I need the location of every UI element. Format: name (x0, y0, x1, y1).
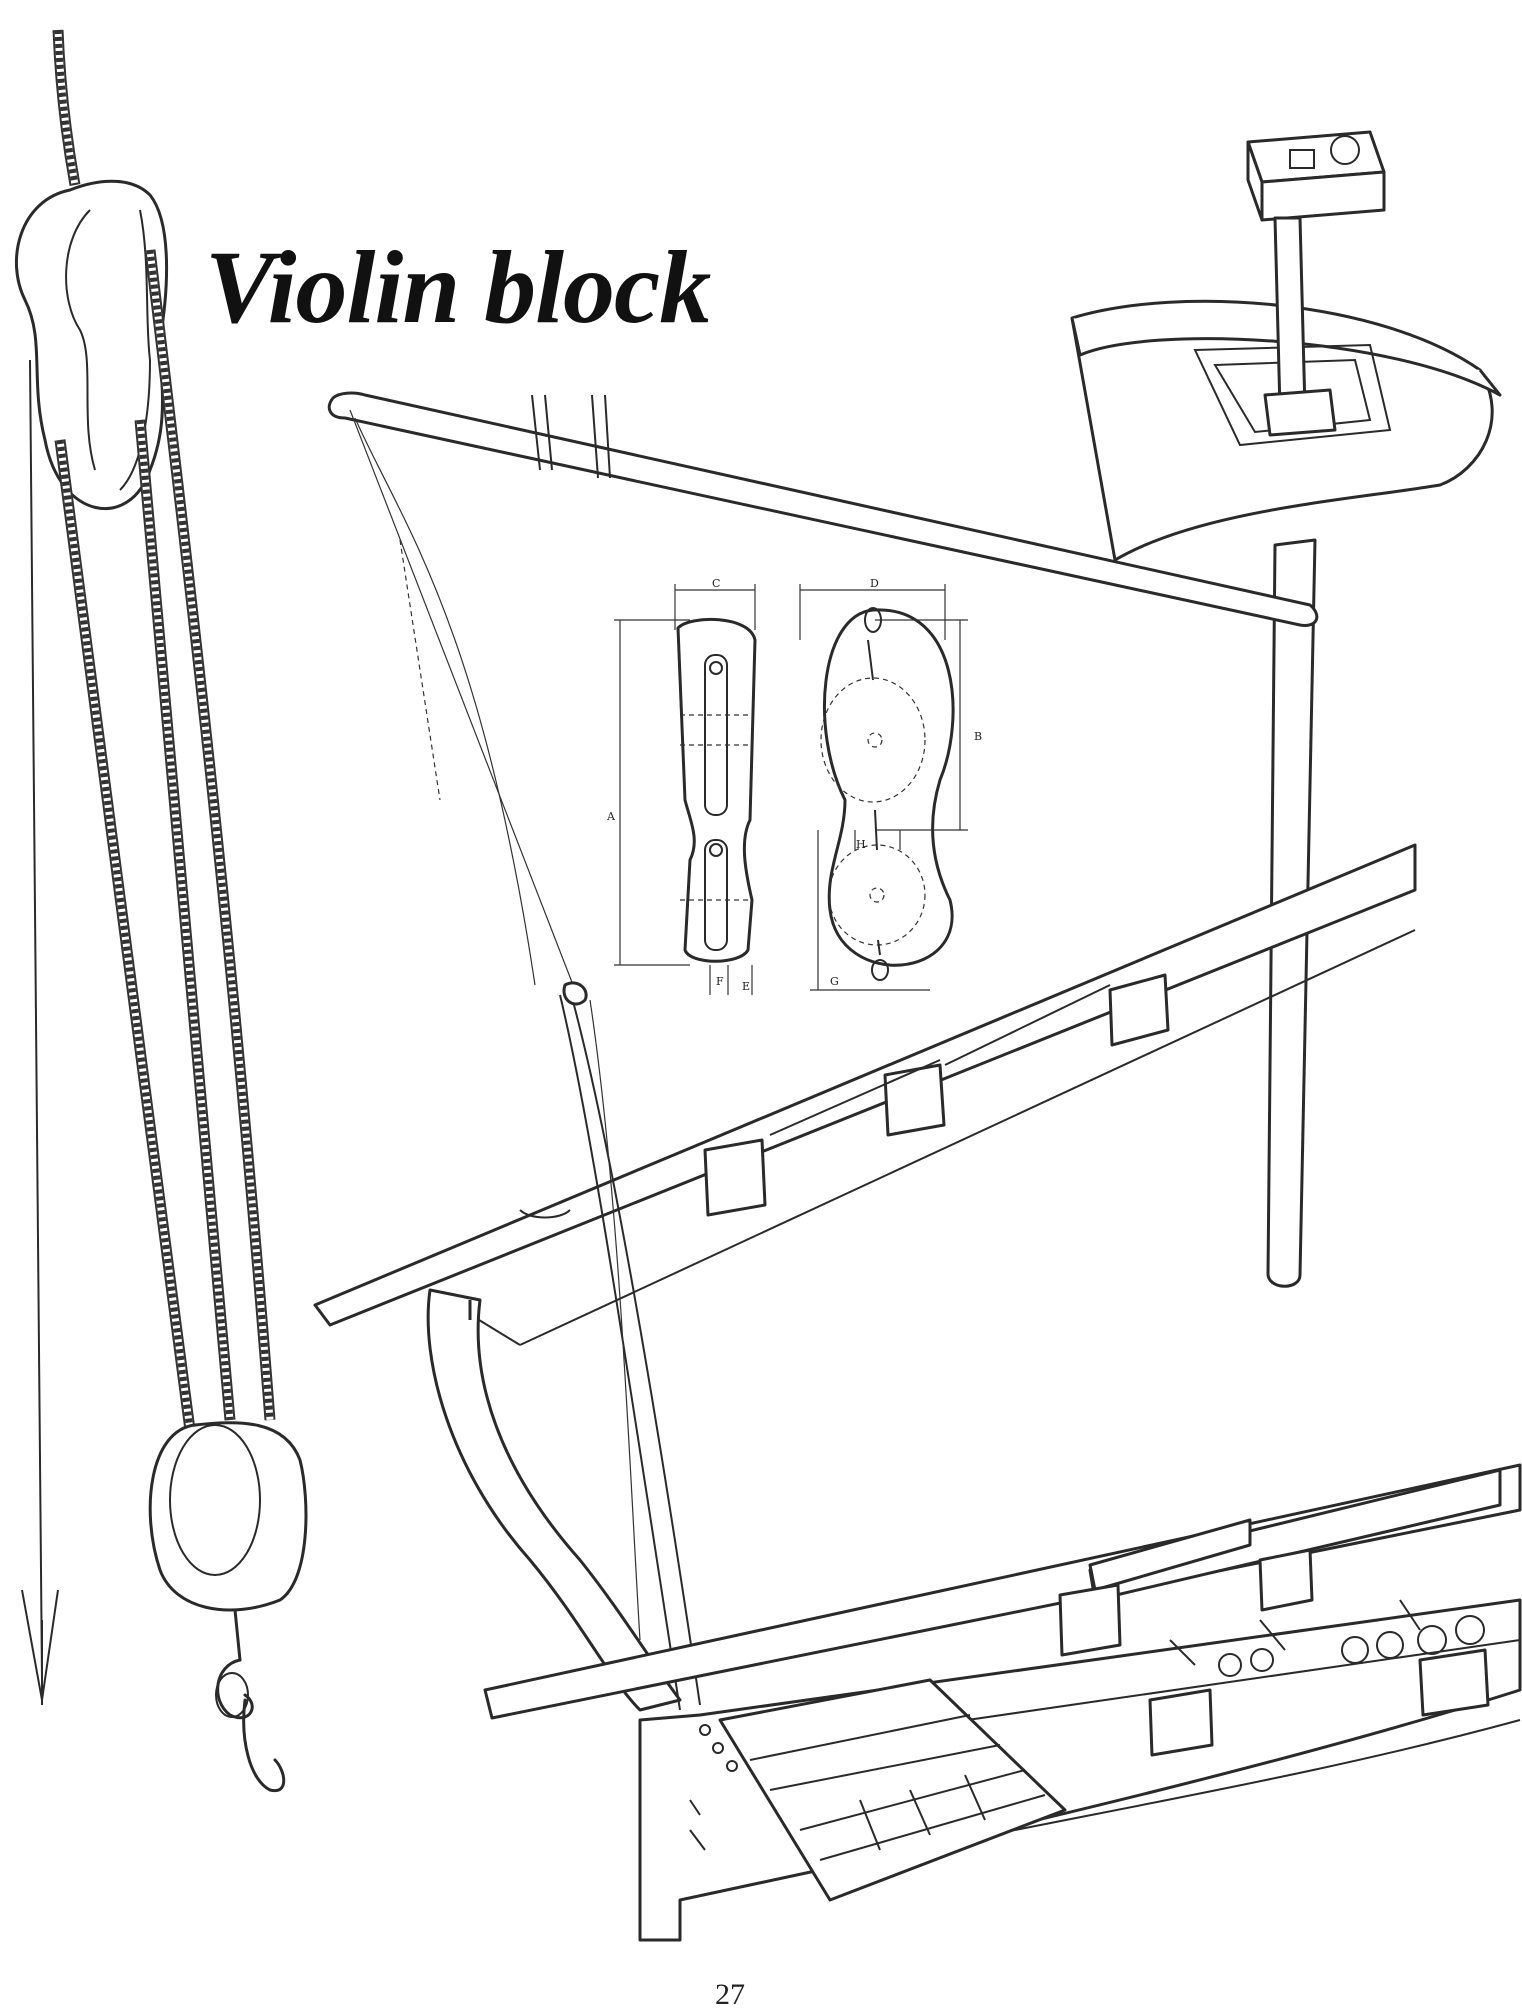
dimension-label-d: D (870, 577, 879, 590)
ship-bow-illustration (313, 843, 1522, 1942)
dimension-label-c: C (712, 577, 720, 590)
dimension-label-a: A (606, 810, 616, 823)
dimension-label-g: G (830, 975, 839, 988)
page-title: Violin block (205, 230, 711, 345)
dimension-label-h: H (856, 838, 866, 851)
violin-block-detail: A B C D E F G H (606, 577, 982, 995)
page-number: 27 (715, 1978, 745, 2011)
dimension-label-e: E (742, 980, 750, 993)
rope-tackle-illustration (14, 29, 308, 1793)
hook-icon (215, 1608, 286, 1793)
dimension-label-f: F (716, 975, 724, 988)
dimension-label-b: B (974, 730, 982, 743)
